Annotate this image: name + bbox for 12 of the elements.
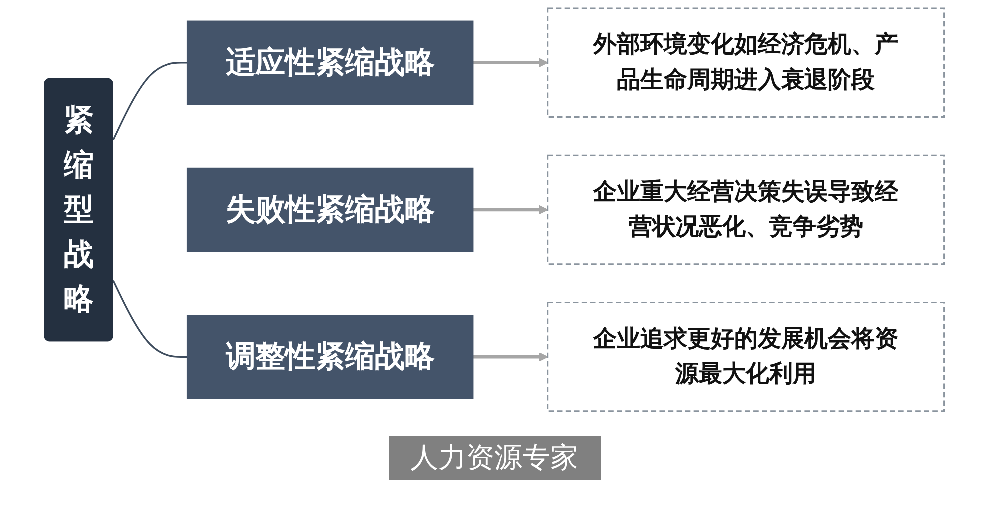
- node-box: 企业重大经营决策失误导致经营状况恶化、竞争劣势: [547, 154, 946, 266]
- arrow: [473, 205, 548, 215]
- arrow: [473, 352, 548, 362]
- node-box: 外部环境变化如经济危机、产品生命周期进入衰退阶段: [547, 8, 946, 118]
- node-box: 失败性紧缩战略: [186, 168, 474, 252]
- connector: [112, 62, 188, 141]
- connector: [112, 280, 188, 358]
- footer-tagline: 人力资源专家: [388, 436, 600, 480]
- node-box: 企业追求更好的发展机会将资源最大化利用: [547, 302, 946, 412]
- node-box: 调整性紧缩战略: [186, 315, 474, 400]
- node-box: 适应性紧缩战略: [186, 20, 474, 105]
- arrow: [473, 58, 548, 68]
